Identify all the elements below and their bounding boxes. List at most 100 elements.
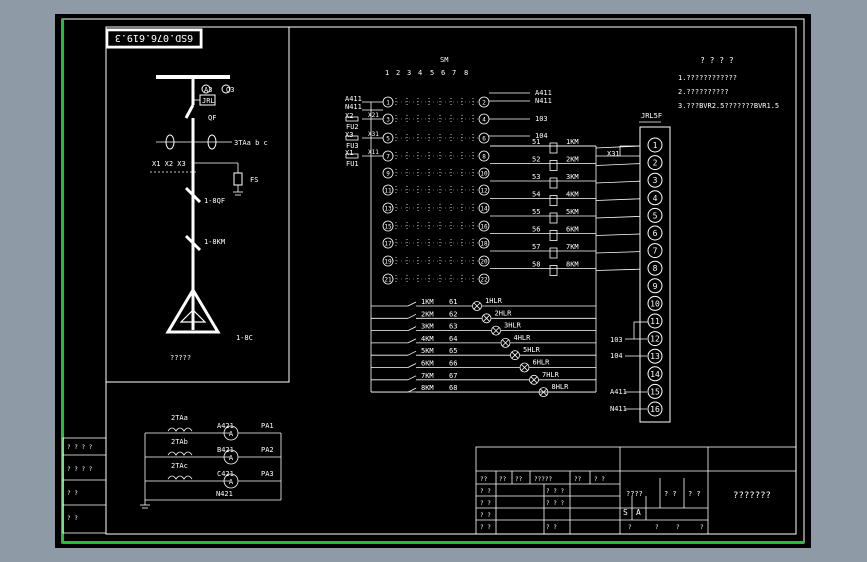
switch-contact-8 <box>478 150 490 162</box>
meter-ct-c: 2TAc <box>171 462 188 470</box>
relay-wire-54: 54 <box>532 191 540 199</box>
side-label-3: ? ? <box>67 490 78 497</box>
terminal-label: 4 <box>653 194 658 203</box>
switch-contact-label: 17 <box>384 241 392 248</box>
switch-contact-label: 1 <box>386 100 390 107</box>
green-frame-left <box>62 19 64 543</box>
switch-contact-label: 2 <box>482 100 486 107</box>
lamp-cross <box>521 364 528 371</box>
terminal-label-104: 104 <box>610 352 623 360</box>
terminal-6 <box>647 225 663 241</box>
switch-contact-label: 21 <box>384 277 392 284</box>
switch-contact-label: 9 <box>386 171 390 178</box>
switch-output-1: N411 <box>535 97 552 105</box>
relay-wire-57: 57 <box>532 243 540 251</box>
switch-contact-label: 22 <box>480 277 488 284</box>
relay-coil <box>549 212 558 224</box>
switch-contact-label: 16 <box>480 224 488 231</box>
fuse-body <box>345 116 359 122</box>
notes-line-2: 2.?????????? <box>678 88 729 96</box>
lamp-cross <box>511 351 519 359</box>
terminal-label: 10 <box>650 299 660 308</box>
one-line-q3: Q3 <box>226 86 234 94</box>
tb-mid-c: ? ? <box>688 490 701 498</box>
side-label-4: ? ? <box>67 515 78 522</box>
terminal-2 <box>647 155 663 171</box>
tb-mid-b: ? ? <box>664 490 677 498</box>
terminal-3 <box>647 172 663 188</box>
lamp-contact-2KM: 2KM <box>421 310 434 318</box>
switch-contact-6 <box>478 132 490 144</box>
tb-r1-c5: ?? <box>574 476 582 483</box>
switch-position-4: 4 <box>418 69 422 77</box>
lamp-wire-61: 61 <box>449 298 457 306</box>
lamp-name-6HLR: 6HLR <box>533 359 551 367</box>
terminal-5 <box>647 207 663 223</box>
lamp-contact-5KM: 5KM <box>421 347 434 355</box>
tb-r3-left: ? ? <box>480 500 491 507</box>
relay-to-terminal <box>595 216 641 219</box>
terminal-block-body <box>639 126 671 423</box>
tb-r2-b: ? ? ? <box>546 488 564 495</box>
terminal-1 <box>647 137 663 153</box>
switch-contact-label: 5 <box>386 136 390 143</box>
terminal-label: 16 <box>650 405 660 414</box>
switch-contact-label: 8 <box>482 154 486 161</box>
switch-contact-label: 15 <box>384 224 392 231</box>
drawing-sheet <box>55 14 811 548</box>
meter-neutral: N421 <box>216 490 233 498</box>
one-line-load: 1-8C <box>236 334 253 342</box>
lamp-wire-63: 63 <box>449 323 457 331</box>
lamp-contact <box>407 326 417 331</box>
meter-name-1: PA1 <box>261 422 274 430</box>
meter-name-3: PA3 <box>261 470 274 478</box>
tb-bottom-4: ? <box>700 524 704 531</box>
switch-contact-label: 12 <box>480 188 488 195</box>
relay-coil <box>549 177 558 189</box>
one-line-qf: QF <box>208 114 216 122</box>
meter-symbol-1: A <box>229 430 234 438</box>
terminal-block-name: JRL5F <box>641 112 662 120</box>
fuse-tag: X31 <box>368 131 379 138</box>
terminal-10 <box>647 295 663 311</box>
meter-wire-c: C421 <box>217 470 234 478</box>
one-line-panel <box>105 26 290 383</box>
one-line-fs: FS <box>250 176 258 184</box>
tb-r1-c2: ?? <box>499 476 507 483</box>
switch-position-8: 8 <box>464 69 468 77</box>
relay-7KM: 7KM <box>566 243 579 251</box>
switch-contact-label: 3 <box>386 117 390 124</box>
switch-contact-10 <box>478 167 490 179</box>
switch-input-2: X2 <box>345 112 353 120</box>
relay-2KM: 2KM <box>566 156 579 164</box>
lamp-wire-65: 65 <box>449 347 457 355</box>
lamp-4HLR <box>500 337 511 348</box>
switch-contact-14 <box>478 202 490 214</box>
relay-to-terminal <box>595 268 641 271</box>
terminal-label: 7 <box>653 247 658 256</box>
tb-bottom-3: ? <box>676 524 680 531</box>
lamp-contact <box>407 350 417 356</box>
switch-contact-label: 6 <box>482 136 486 143</box>
relay-to-terminal <box>595 198 641 201</box>
switch-contact-label: 7 <box>386 154 390 161</box>
tb-r1-c3: ?? <box>515 476 523 483</box>
side-label-1: ? ? ? ? <box>67 444 93 451</box>
lamp-contact <box>407 363 417 368</box>
relay-coil <box>549 265 558 276</box>
lamp-contact <box>407 375 417 381</box>
one-line-cts: 3TAa b c <box>234 139 268 147</box>
terminal-13 <box>647 348 663 364</box>
lamp-contact-3KM: 3KM <box>421 323 434 331</box>
switch-contact-label: 13 <box>384 206 392 213</box>
terminal-label-n411: N411 <box>610 405 627 413</box>
switch-contact-label: 14 <box>480 206 488 213</box>
switch-output-x31: X31 <box>607 150 620 158</box>
notes-title: ? ? ? ? <box>700 56 734 65</box>
one-line-caption: ????? <box>170 354 191 362</box>
tb-bottom-2: ? <box>655 524 659 531</box>
terminal-11 <box>647 313 663 329</box>
